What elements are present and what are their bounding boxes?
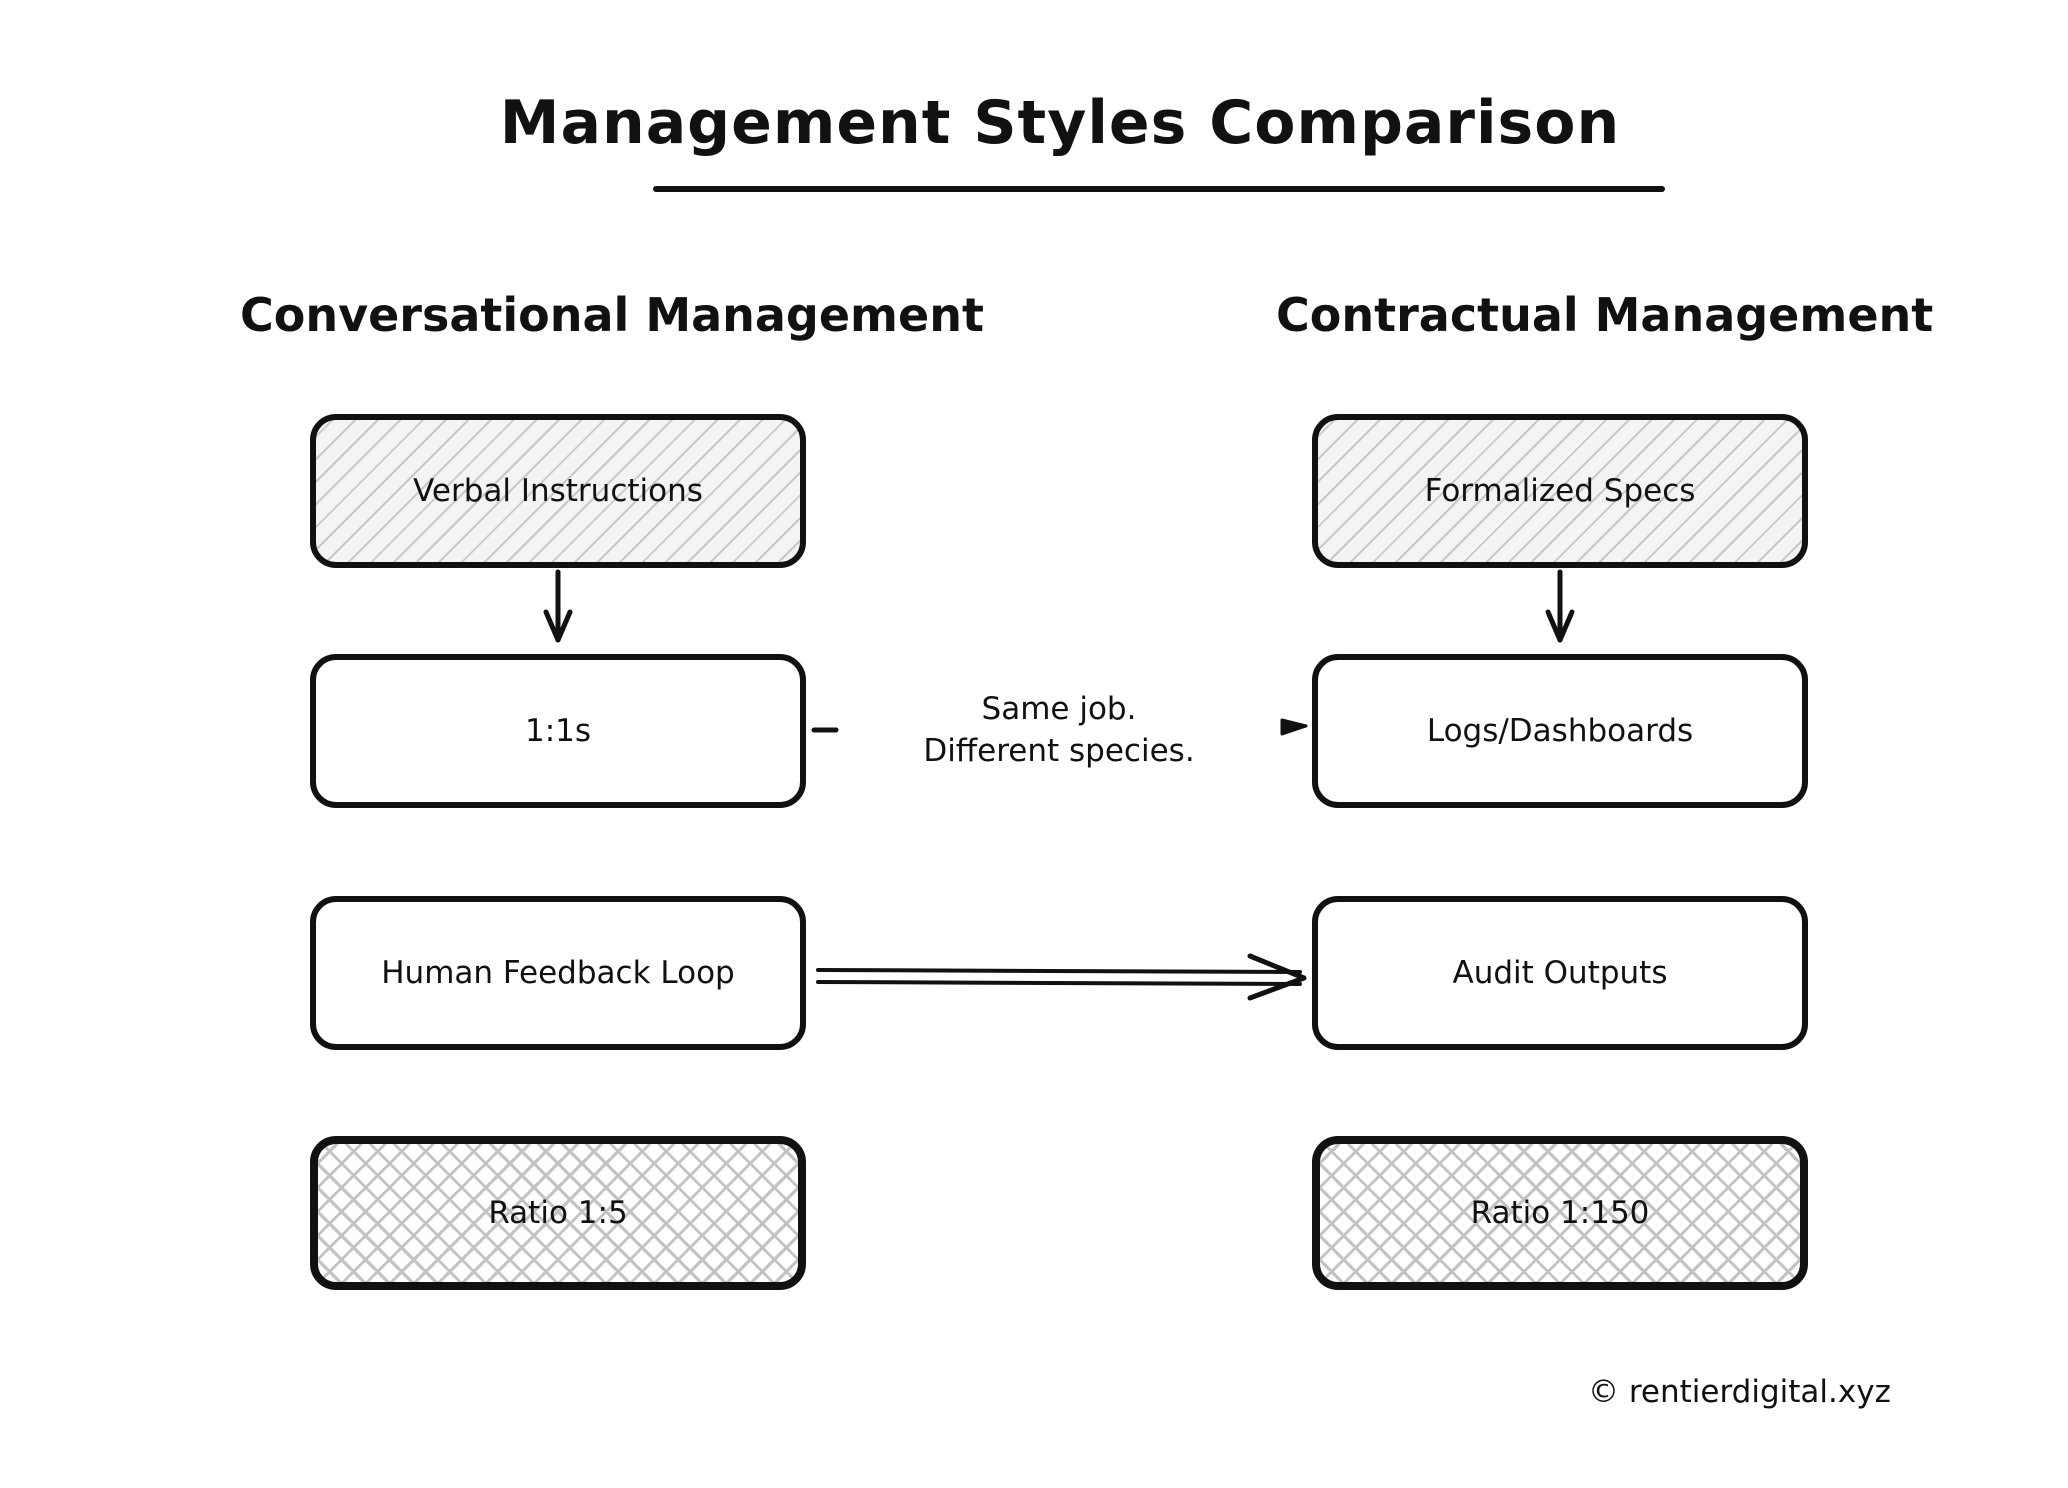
node-human-feedback-loop: Human Feedback Loop	[310, 896, 806, 1050]
center-annotation: Same job. Different species.	[886, 688, 1232, 772]
node-verbal-instructions: Verbal Instructions	[310, 414, 806, 568]
node-label: Ratio 1:150	[1470, 1195, 1650, 1231]
connector-arrowhead-right	[1280, 718, 1308, 736]
arrow-specs-to-logs	[1545, 569, 1575, 643]
node-label: Ratio 1:5	[488, 1195, 628, 1231]
copyright-notice: © rentierdigital.xyz	[1588, 1374, 1891, 1410]
node-label: Logs/Dashboards	[1426, 713, 1694, 749]
node-one-on-ones: 1:1s	[310, 654, 806, 808]
node-audit-outputs: Audit Outputs	[1312, 896, 1808, 1050]
page-title: Management Styles Comparison	[499, 88, 1621, 158]
center-annotation-line1: Same job.	[981, 691, 1137, 727]
heading-contractual: Contractual Management	[1276, 288, 1934, 342]
node-logs-dashboards: Logs/Dashboards	[1312, 654, 1808, 808]
node-formalized-specs: Formalized Specs	[1312, 414, 1808, 568]
node-label: Verbal Instructions	[413, 473, 703, 509]
arrow-feedback-to-audit	[816, 953, 1307, 1001]
center-annotation-line2: Different species.	[923, 733, 1195, 769]
node-label: Audit Outputs	[1452, 955, 1668, 991]
heading-conversational: Conversational Management	[240, 288, 984, 342]
node-ratio-1-150: Ratio 1:150	[1312, 1136, 1808, 1290]
arrow-verbal-to-1on1	[543, 569, 573, 643]
node-label: 1:1s	[524, 713, 592, 749]
node-label: Human Feedback Loop	[381, 955, 735, 991]
node-ratio-1-5: Ratio 1:5	[310, 1136, 806, 1290]
node-label: Formalized Specs	[1424, 473, 1696, 509]
